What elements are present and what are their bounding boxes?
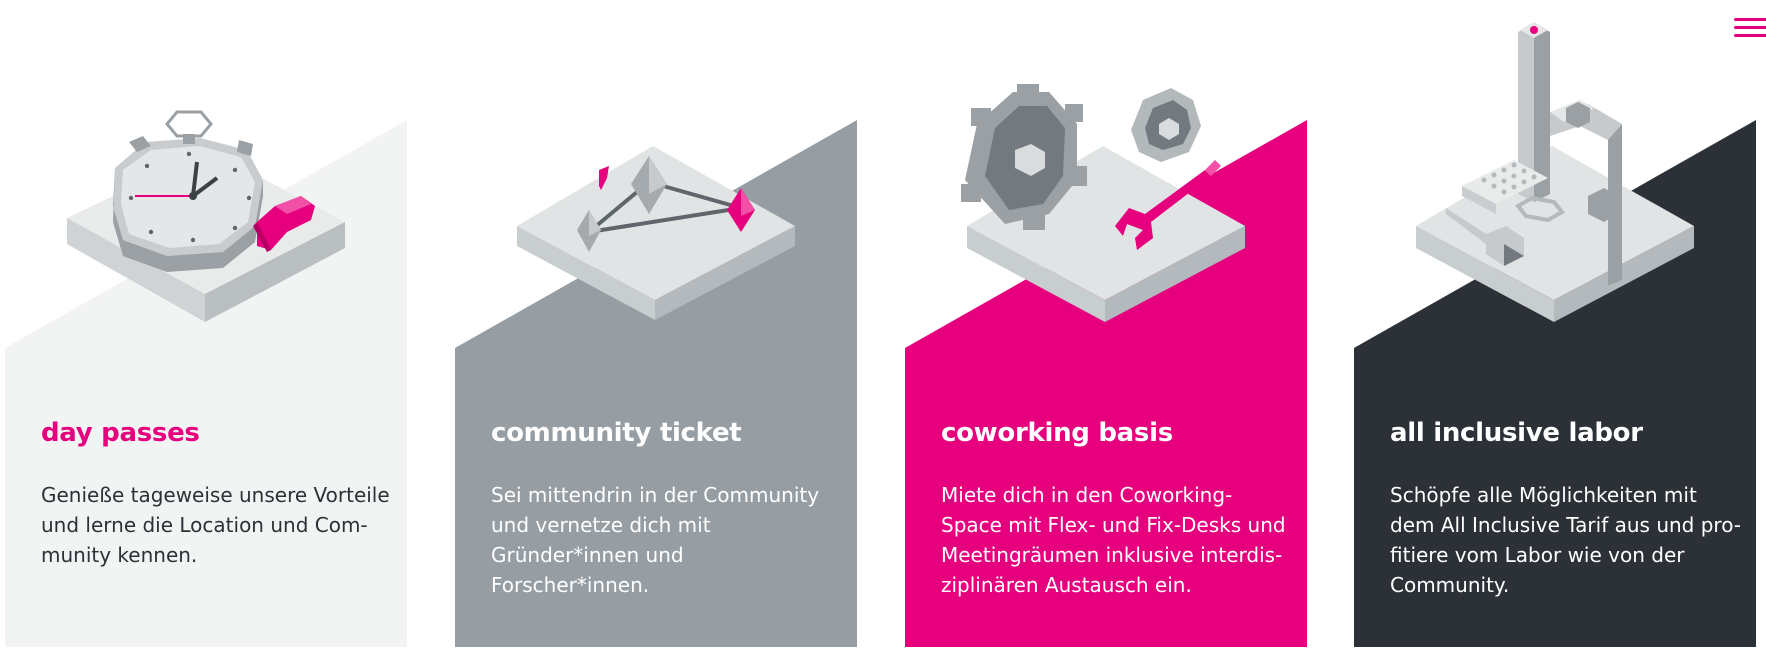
card-description: Genieße tageweise unsere Vorteile und le… [41, 480, 390, 570]
description-line: Space mit Flex- und Fix-Desks und [941, 513, 1286, 537]
description-line: Meetingräumen inklusive interdis- [941, 543, 1283, 567]
description-line: Miete dich in den Coworking- [941, 483, 1233, 507]
card-description: Sei mittendrin in der Community und vern… [491, 480, 831, 600]
card-all-inclusive-labor[interactable]: all inclusive labor Schöpfe alle Möglich… [1354, 0, 1756, 647]
card-title: community ticket [491, 418, 742, 448]
network-crystals-icon [517, 146, 795, 320]
gears-wrench-icon [961, 84, 1245, 322]
description-line: dem All Inclusive Tarif aus und pro- [1390, 513, 1742, 537]
description-line: und lerne die Location und Com- [41, 513, 368, 537]
microscope-lab-icon [1416, 22, 1694, 322]
menu-bar [1734, 18, 1766, 21]
description-line: Community. [1390, 573, 1510, 597]
menu-bar [1734, 26, 1766, 29]
description-line: munity kennen. [41, 543, 198, 567]
description-line: Schöpfe alle Möglichkeiten mit [1390, 483, 1697, 507]
description-line: Genieße tageweise unsere Vorteile [41, 483, 390, 507]
stopwatch-whistle-icon [67, 110, 345, 322]
card-coworking-basis[interactable]: coworking basis Miete dich in den Cowork… [905, 0, 1307, 647]
card-description: Schöpfe alle Möglichkeiten mit dem All I… [1390, 480, 1742, 600]
description-line: und vernetze dich mit [491, 513, 711, 537]
description-line: fitiere vom Labor wie von der [1390, 543, 1685, 567]
description-line: Forscher*innen. [491, 573, 650, 597]
card-title: all inclusive labor [1390, 418, 1643, 448]
description-line: Gründer*innen und [491, 543, 684, 567]
card-day-passes[interactable]: day passes Genieße tageweise unsere Vort… [5, 0, 407, 647]
card-description: Miete dich in den Coworking- Space mit F… [941, 480, 1286, 600]
description-line: Sei mittendrin in der Community [491, 483, 820, 507]
card-title: day passes [41, 418, 200, 448]
card-title: coworking basis [941, 418, 1173, 448]
description-line: ziplinären Austausch ein. [941, 573, 1192, 597]
menu-bar [1734, 34, 1766, 37]
card-community-ticket[interactable]: community ticket Sei mittendrin in der C… [455, 0, 857, 647]
menu-button[interactable] [1734, 18, 1766, 44]
